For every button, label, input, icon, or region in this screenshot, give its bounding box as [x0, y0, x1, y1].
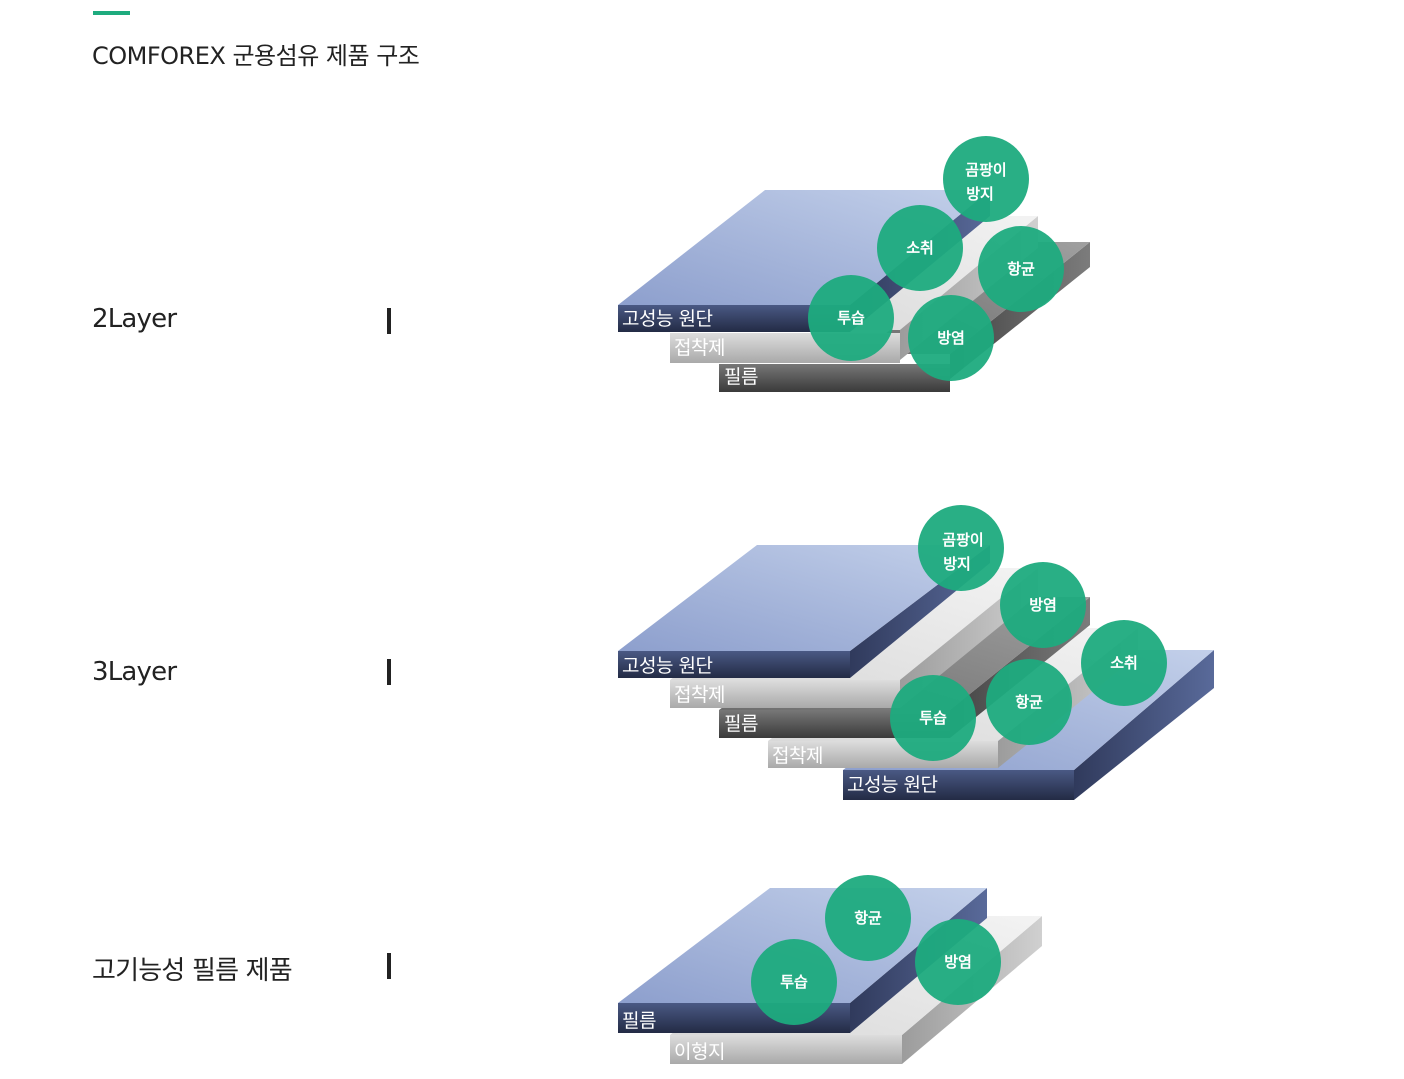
diagram-2layer: 고성능 원단 접착제 필름 곰팡이 방지 소취 항균 투습 — [618, 136, 1090, 392]
function-label-breathable: 투습 — [919, 709, 947, 727]
layer-label-film: 필름 — [724, 366, 758, 388]
layer-label-adhesive: 접착제 — [674, 337, 725, 359]
row-label-film-product: 고기능성 필름 제품 — [92, 956, 293, 986]
function-circles-film-product: 항균 투습 방염 — [751, 875, 1001, 1025]
function-label-deodorize: 소취 — [906, 239, 934, 257]
function-circles-2layer: 곰팡이 방지 소취 항균 투습 방염 — [808, 136, 1064, 381]
layer-label-release-paper: 이형지 — [674, 1041, 725, 1063]
function-antibacterial: 항균 — [986, 659, 1072, 745]
title-accent-bar — [93, 11, 130, 15]
diagram-3layer: 고성능 원단 접착제 필름 접착제 고성능 원단 곰팡이 방지 방염 소취 투습 — [618, 505, 1214, 800]
layer-label-adhesive-top: 접착제 — [674, 684, 725, 706]
divider-2layer — [387, 308, 391, 334]
function-deodorize: 소취 — [877, 205, 963, 291]
row-label-3layer: 3Layer — [92, 657, 177, 687]
function-label-deodorize: 소취 — [1110, 654, 1138, 672]
function-antibacterial: 항균 — [978, 226, 1064, 312]
function-label-breathable: 투습 — [780, 973, 808, 991]
function-label-antimold-2: 방지 — [943, 555, 971, 573]
layer-label-film: 필름 — [622, 1010, 656, 1032]
function-label-flame-retardant: 방염 — [944, 953, 972, 971]
function-breathable: 투습 — [890, 675, 976, 761]
function-label-antimold-2: 방지 — [966, 185, 994, 203]
function-flame-retardant: 방염 — [915, 919, 1001, 1005]
row-label-2layer: 2Layer — [92, 304, 177, 334]
function-label-antibacterial: 항균 — [1007, 260, 1035, 278]
function-label-antibacterial: 항균 — [854, 909, 882, 927]
function-flame-retardant: 방염 — [1000, 562, 1086, 648]
diagram-film-product: 필름 이형지 항균 투습 방염 — [618, 875, 1042, 1064]
function-label-breathable: 투습 — [837, 309, 865, 327]
page-title: COMFOREX 군용섬유 제품 구조 — [92, 42, 420, 70]
function-circles-3layer: 곰팡이 방지 방염 소취 투습 항균 — [890, 505, 1167, 761]
divider-film-product — [387, 953, 391, 979]
function-antimold: 곰팡이 방지 — [943, 136, 1029, 222]
function-breathable: 투습 — [808, 275, 894, 361]
layer-label-film-middle: 필름 — [724, 713, 758, 735]
function-label-antimold: 곰팡이 — [965, 161, 1006, 179]
function-label-antimold: 곰팡이 — [942, 531, 983, 549]
function-deodorize: 소취 — [1081, 620, 1167, 706]
function-label-flame-retardant: 방염 — [1029, 596, 1057, 614]
function-flame-retardant: 방염 — [908, 295, 994, 381]
layer-label-fabric-bottom: 고성능 원단 — [847, 774, 937, 796]
function-label-antibacterial: 항균 — [1015, 693, 1043, 711]
layer-label-fabric-top: 고성능 원단 — [622, 655, 712, 677]
layer-label-adhesive-bottom: 접착제 — [772, 745, 823, 767]
divider-3layer — [387, 659, 391, 685]
function-antimold: 곰팡이 방지 — [918, 505, 1004, 591]
function-label-flame-retardant: 방염 — [937, 329, 965, 347]
layer-label-fabric: 고성능 원단 — [622, 308, 712, 330]
function-antibacterial: 항균 — [825, 875, 911, 961]
function-breathable: 투습 — [751, 939, 837, 1025]
